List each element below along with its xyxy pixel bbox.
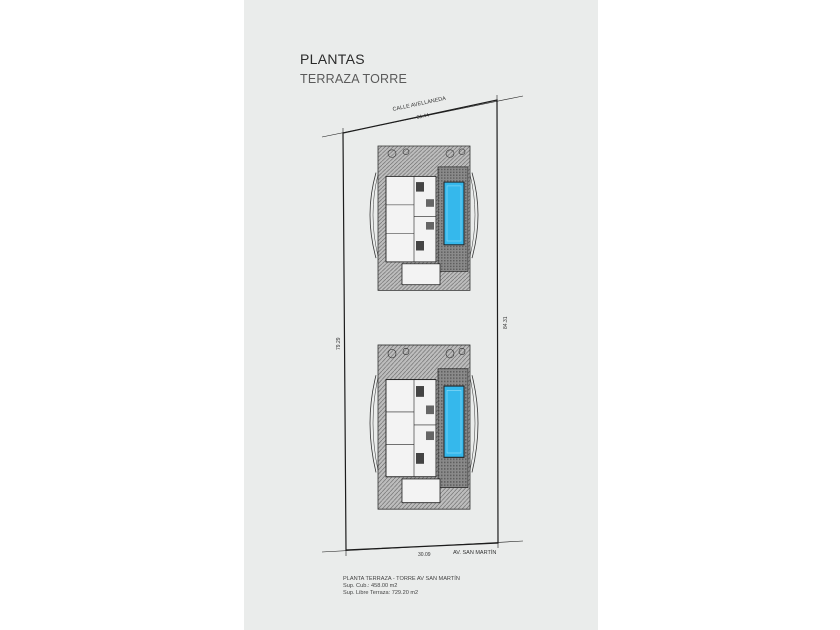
notes-line-1: PLANTA TERRAZA - TORRE AV SAN MARTÍN <box>343 576 460 582</box>
dimension-top-label: 31.44 <box>416 112 430 121</box>
dimension-bottom-label: 30.09 <box>418 552 431 558</box>
dimension-right-label: 84.31 <box>503 316 509 329</box>
street-top-label: CALLE AVELLANEDA <box>392 96 447 113</box>
plan-notes: PLANTA TERRAZA - TORRE AV SAN MARTÍN Sup… <box>343 576 460 597</box>
page-subtitle: TERRAZA TORRE <box>300 72 408 86</box>
street-bottom-label: AV. SAN MARTÍN <box>453 549 496 556</box>
notes-line-3: Sup. Libre Terraza: 729.20 m2 <box>343 590 419 596</box>
tower-upper <box>369 145 479 291</box>
drawing-sheet <box>244 0 598 630</box>
tower-lower <box>369 344 479 510</box>
dimension-left-label: 79.29 <box>336 337 342 350</box>
notes-line-2: Sup. Cub.: 458.00 m2 <box>343 583 398 589</box>
page-title: PLANTAS <box>300 51 365 67</box>
